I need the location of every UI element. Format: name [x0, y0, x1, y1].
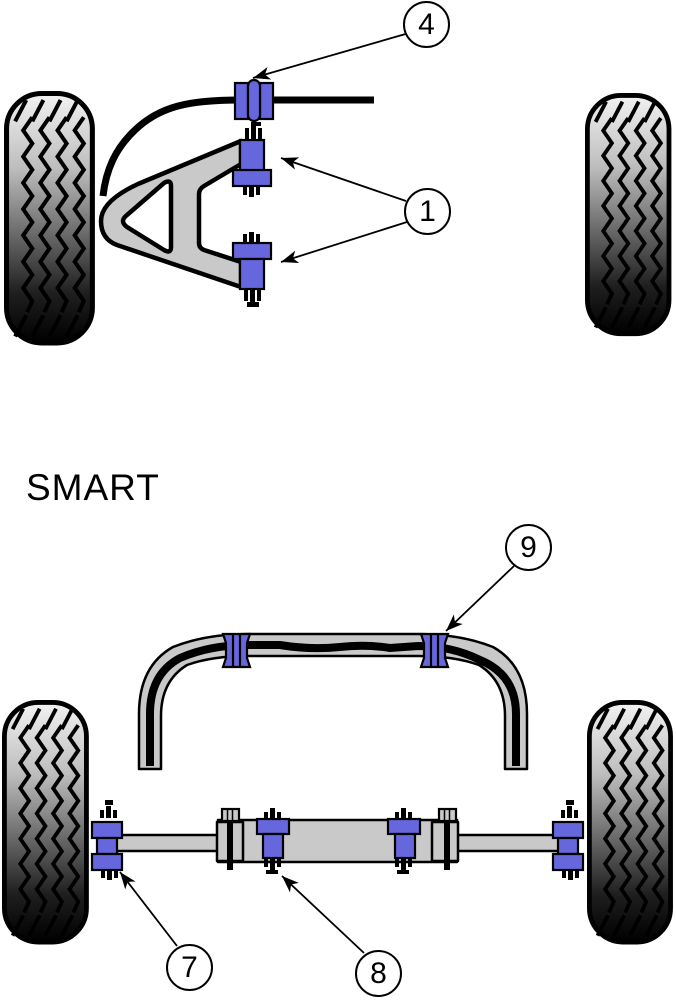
leader-line-1a [280, 157, 407, 202]
anti-roll-bar-bush [233, 78, 275, 123]
roll-bar-bush-left [221, 632, 252, 669]
steering-rack-housing [216, 818, 459, 864]
rear-bushings [90, 632, 585, 872]
rear-anti-roll-bar [137, 632, 529, 771]
roll-bar-tube [137, 632, 529, 771]
leader-line-7 [119, 871, 178, 947]
clamp-bolts [227, 821, 450, 870]
wishbone-arm [98, 138, 244, 290]
roll-bar-core [146, 641, 520, 766]
clamp-bolt-head-left [220, 807, 241, 823]
vehicle-label: SMART [26, 467, 160, 508]
front-bush-studs [243, 122, 262, 307]
roll-bar-bush-right [419, 632, 450, 669]
track-rod-bush-right [551, 820, 585, 872]
callout-8: 8 [355, 950, 402, 997]
front-left-tire [7, 94, 93, 343]
callout-9: 9 [505, 524, 552, 571]
callout-7: 7 [166, 944, 213, 991]
clamp-bolt-head-right [437, 807, 458, 823]
leader-line-9 [445, 565, 515, 632]
callout-4: 4 [403, 1, 450, 48]
leader-line-8 [281, 875, 365, 954]
rear-axle-diagram [4, 565, 670, 954]
leader-line-4 [252, 32, 410, 80]
front-bushings [231, 78, 275, 291]
front-suspension-diagram [7, 32, 669, 343]
track-rod-bush-left [90, 820, 124, 872]
front-lower-arm [98, 138, 244, 290]
rear-bush-studs [100, 800, 579, 880]
front-right-tire [587, 95, 669, 333]
bolt-head-facets [226, 810, 451, 821]
leader-line-1b [280, 221, 408, 264]
front-anti-roll-bar [99, 96, 374, 197]
callout-1: 1 [404, 188, 451, 235]
rear-right-tire [589, 702, 670, 942]
rack-metalwork [103, 807, 569, 864]
rear-left-tire [4, 702, 86, 942]
